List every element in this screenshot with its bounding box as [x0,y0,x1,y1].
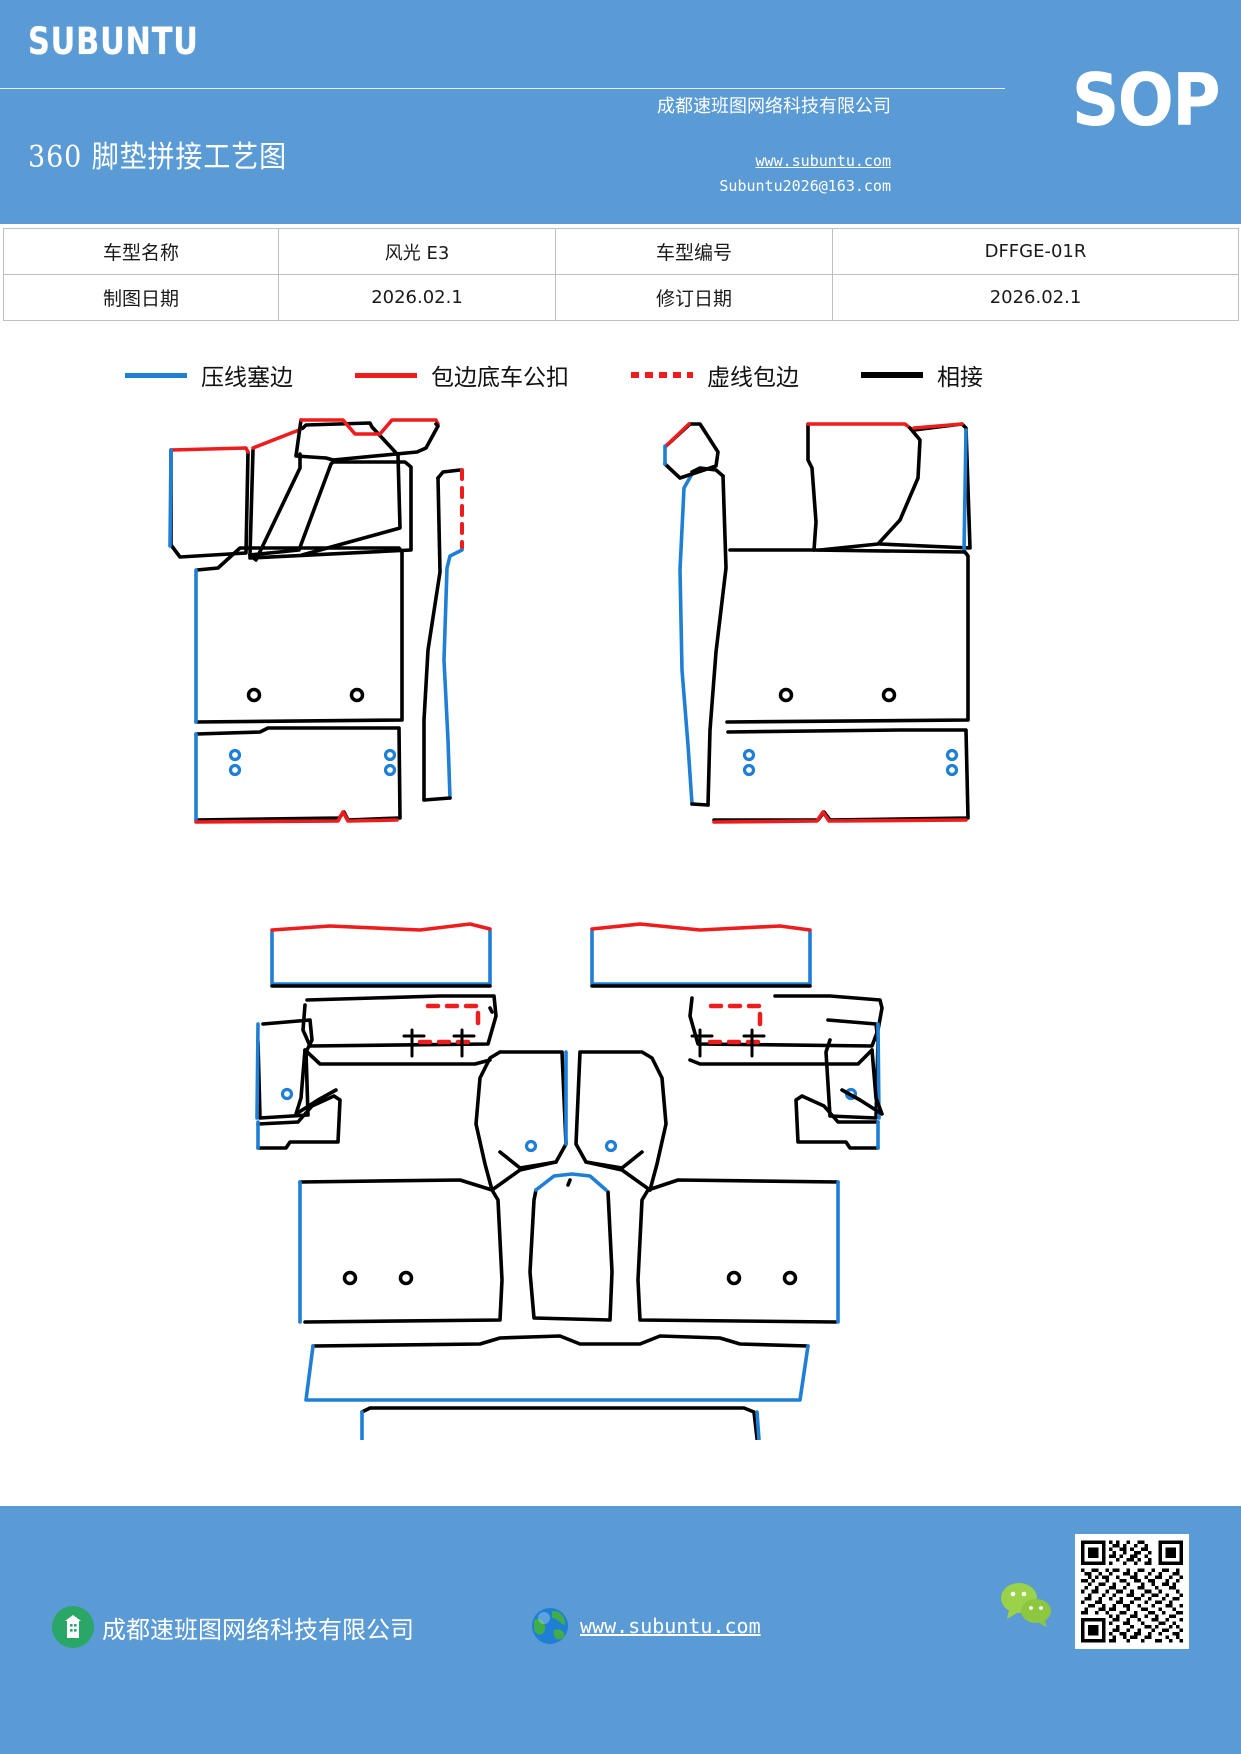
legend-item-dashed-bind: 虚线包边 [631,358,799,392]
legend-swatch-red-line-icon [355,372,417,378]
legend-item-bind-edge: 包边底车公扣 [355,358,569,392]
qr-code [1075,1534,1189,1649]
cell-draw-date-value: 2026.02.1 [278,274,556,321]
legend-label: 压线塞边 [201,365,293,391]
pattern-layout-svg [168,418,972,1440]
sop-badge: SOP [1071,58,1221,142]
document-header: SUBUNTU 360 脚垫拼接工艺图 成都速班图网络科技有限公司 www.su… [0,0,1241,224]
header-website-link[interactable]: www.subuntu.com [755,152,891,170]
cell-model-code-value: DFFGE-01R [832,228,1239,275]
pattern-drawing-area [0,400,1241,1440]
legend-item-joint: 相接 [861,358,983,392]
front-right-assembly [663,422,972,824]
cell-revise-date-value: 2026.02.1 [832,274,1239,321]
page-title: 360 脚垫拼接工艺图 [28,140,288,175]
cell-revise-date-label: 修订日期 [555,274,833,321]
legend-swatch-dashed-line-icon [631,372,693,378]
header-divider [0,88,1005,89]
footer-website-link[interactable]: www.subuntu.com [580,1614,761,1638]
header-company-name: 成都速班图网络科技有限公司 [657,96,891,117]
legend-item-press-edge: 压线塞边 [125,358,293,392]
document-footer: 成都速班图网络科技有限公司 www.subuntu.com [0,1506,1241,1754]
trunk-sill-strip [304,1334,810,1440]
vehicle-info-table: 车型名称 风光 E3 车型编号 DFFGE-01R 制图日期 2026.02.1… [3,228,1239,321]
cell-draw-date-label: 制图日期 [3,274,279,321]
company-building-icon [52,1606,94,1648]
legend-label: 虚线包边 [707,365,799,391]
footer-company-name: 成都速班图网络科技有限公司 [102,1615,414,1644]
cell-model-name-label: 车型名称 [3,228,279,275]
cell-model-code-label: 车型编号 [555,228,833,275]
table-row: 车型名称 风光 E3 车型编号 DFFGE-01R [3,228,1239,275]
globe-icon [530,1606,570,1646]
table-row: 制图日期 2026.02.1 修订日期 2026.02.1 [3,274,1239,321]
rear-assembly [255,922,884,1324]
legend-swatch-blue-line-icon [125,372,187,378]
legend-label: 相接 [937,365,983,391]
cell-model-name-value: 风光 E3 [278,228,556,275]
footer-website[interactable]: www.subuntu.com [530,1606,761,1646]
wechat-icon [999,1581,1055,1632]
header-email: Subuntu2026@163.com [719,177,891,195]
legend-label: 包边底车公扣 [431,365,569,391]
legend: 压线塞边 包边底车公扣 虚线包边 相接 [0,355,1241,395]
legend-swatch-black-line-icon [861,372,923,378]
front-left-assembly [168,418,464,824]
brand-logo-text: SUBUNTU [28,20,199,63]
footer-company: 成都速班图网络科技有限公司 [52,1606,414,1648]
